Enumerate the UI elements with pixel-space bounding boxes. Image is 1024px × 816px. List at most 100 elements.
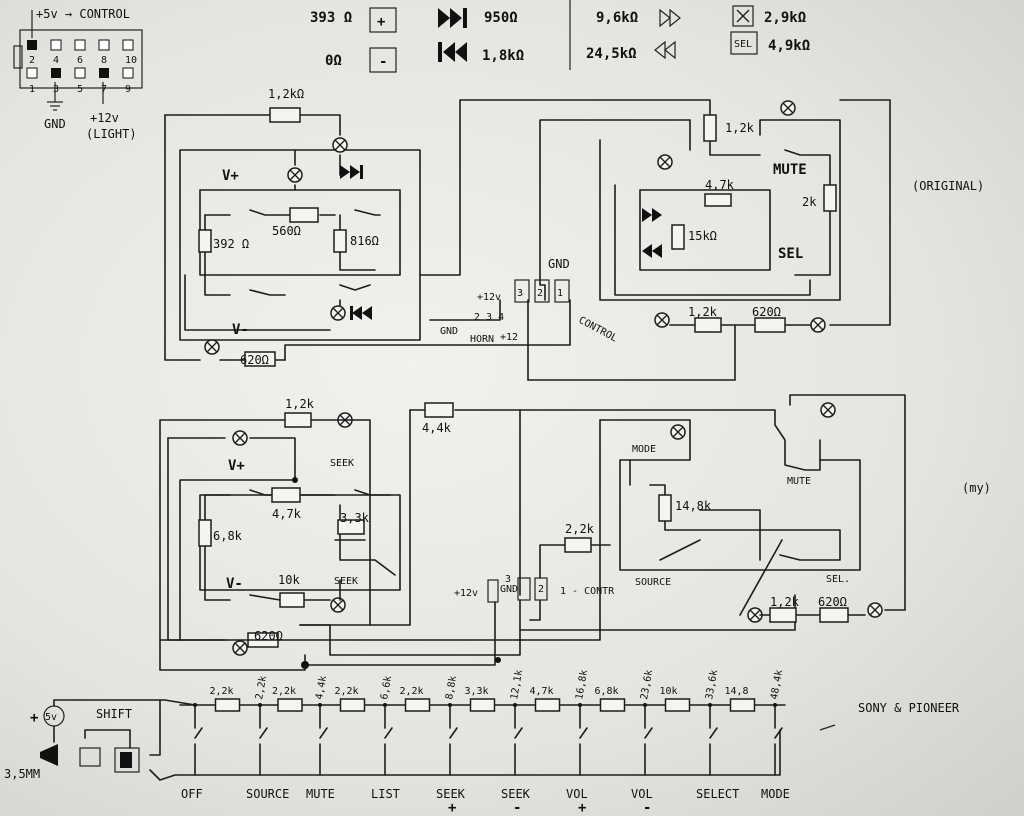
ladder-resistor-label: 2,2k xyxy=(400,686,424,697)
ladder-resistor xyxy=(534,698,561,712)
orig-r12k-bottom-label: 1,2k xyxy=(688,305,718,319)
lamp-icon xyxy=(330,305,346,321)
gnd-label: GND xyxy=(44,117,66,131)
orig-r620-label: 620Ω xyxy=(240,353,269,367)
my-title: (my) xyxy=(962,481,991,495)
ladder-resistor xyxy=(214,698,241,712)
ladder-resistor-label: 2,2k xyxy=(210,686,234,697)
ladder-switch[interactable] xyxy=(449,727,458,739)
my-r-top-label: 1,2k xyxy=(285,397,315,411)
legend-rew-value: 24,5kΩ xyxy=(586,46,637,62)
lamp-icon xyxy=(820,402,836,418)
ladder-resistor xyxy=(664,698,691,712)
orig-pin1-label: 1 xyxy=(557,288,563,299)
ladder-resistor xyxy=(339,698,366,712)
ladder-switch[interactable] xyxy=(774,727,783,739)
ladder-resistor-label: 3,3k xyxy=(465,686,489,697)
connector-pin-label: 5 xyxy=(77,84,83,95)
orig-r620-right-label: 620Ω xyxy=(752,305,781,319)
my-r620-right-label: 620Ω xyxy=(818,595,847,609)
connector-pin-label: 2 xyxy=(29,55,35,66)
connector-pin-label: 8 xyxy=(101,55,107,66)
orig-seek-fwd-icon xyxy=(340,165,360,179)
ladder-switch[interactable] xyxy=(579,727,588,739)
connector-pin xyxy=(27,40,37,50)
my-r22k-label: 2,2k xyxy=(565,522,595,536)
my-r10k-label: 10k xyxy=(278,573,300,587)
ladder-tap-label: 6,6k xyxy=(379,675,394,701)
ladder-button-label: SELECT xyxy=(696,787,739,801)
legend-vol-minus-value: 0Ω xyxy=(325,53,342,69)
ladder-button-label: SOURCE xyxy=(246,787,289,801)
orig-vminus-label: V- xyxy=(232,322,249,338)
ladder-switch[interactable] xyxy=(514,727,523,739)
seek-forward-icon xyxy=(438,8,462,28)
my-r148k-label: 14,8k xyxy=(675,499,712,513)
ladder-button-label: SEEK xyxy=(436,787,466,801)
orig-sel-label: SEL xyxy=(778,246,803,262)
connector-pin xyxy=(74,39,86,51)
ladder-button-label: MODE xyxy=(761,787,790,801)
ladder-switch[interactable] xyxy=(384,727,393,739)
orig-12v-label: +12v xyxy=(477,292,501,303)
seek-back-icon xyxy=(443,42,467,62)
ladder-tap-label: 33,6k xyxy=(704,669,720,701)
orig-pin3-label: 3 xyxy=(517,288,523,299)
my-vminus-label: V- xyxy=(226,576,243,592)
connector-pin-label: 3 xyxy=(53,84,59,95)
ladder-switch[interactable] xyxy=(319,727,328,739)
ladder-tap-label: 8,8k xyxy=(444,675,459,701)
lamp-icon xyxy=(657,154,673,170)
lamp-icon xyxy=(654,312,670,328)
light-label: +12v xyxy=(90,111,119,125)
fast-forward-icon xyxy=(659,8,681,28)
my-gnd-label: GND xyxy=(500,584,518,595)
orig-r15k-label: 15kΩ xyxy=(688,229,717,243)
legend-plus-symbol: + xyxy=(377,14,385,30)
orig-rew-icon xyxy=(642,244,662,258)
ladder-button-label: VOL xyxy=(631,787,653,801)
ladder-button-label: VOL xyxy=(566,787,588,801)
orig-vplus-label: V+ xyxy=(222,168,239,184)
ladder-resistor-label: 14,8 xyxy=(725,686,749,697)
orig-r2k-label: 2k xyxy=(802,195,817,209)
light-sub-label: (LIGHT) xyxy=(86,127,137,141)
my-mute-label: MUTE xyxy=(787,476,811,487)
ladder-switch[interactable] xyxy=(709,727,718,739)
connector-pin-label: 6 xyxy=(77,55,83,66)
ladder-switch[interactable] xyxy=(194,727,203,739)
my-seek-label: SEEK xyxy=(330,458,354,469)
my-r44k-label: 4,4k xyxy=(422,421,452,435)
lamp-icon xyxy=(232,640,248,656)
ladder-jack-label: 3,5MM xyxy=(4,767,40,781)
ladder-resistor-label: 2,2k xyxy=(272,686,296,697)
orig-r392-label: 392 Ω xyxy=(213,237,249,251)
connector-pin xyxy=(122,39,134,51)
ladder-tap-label: 16,8k xyxy=(574,669,590,701)
my-r33k-label: 3,3k xyxy=(340,511,370,525)
my-r12k-label: 1,2k xyxy=(770,595,800,609)
connector-pin xyxy=(51,68,61,78)
ladder-switch[interactable] xyxy=(644,727,653,739)
ladder-plus-label: + xyxy=(30,710,38,726)
ladder-switch[interactable] xyxy=(259,727,268,739)
ladder-tap-label: 2,2k xyxy=(254,675,269,701)
ladder-button-label: SEEK xyxy=(501,787,531,801)
connector-pin-label: 1 xyxy=(29,84,35,95)
orig-r47k-label: 4,7k xyxy=(705,178,735,192)
ladder-button-sign: - xyxy=(513,800,521,816)
ladder-button-label: OFF xyxy=(181,787,203,801)
orig-ff-icon xyxy=(642,208,662,222)
my-pin2-label: 2 xyxy=(538,584,544,595)
orig-seek-back-icon xyxy=(352,306,372,320)
ladder-resistor-label: 6,8k xyxy=(595,686,619,697)
orig-control-label: CONTROL xyxy=(577,315,619,345)
my-source-label: SOURCE xyxy=(635,577,671,588)
connector-pin xyxy=(74,67,86,79)
ladder-source-label: SONY & PIONEER xyxy=(858,701,960,715)
orig-horn-label: HORN xyxy=(470,334,494,345)
orig-r12k-right-label: 1,2k xyxy=(725,121,755,135)
ladder-tap-label: 23,6k xyxy=(639,669,655,701)
